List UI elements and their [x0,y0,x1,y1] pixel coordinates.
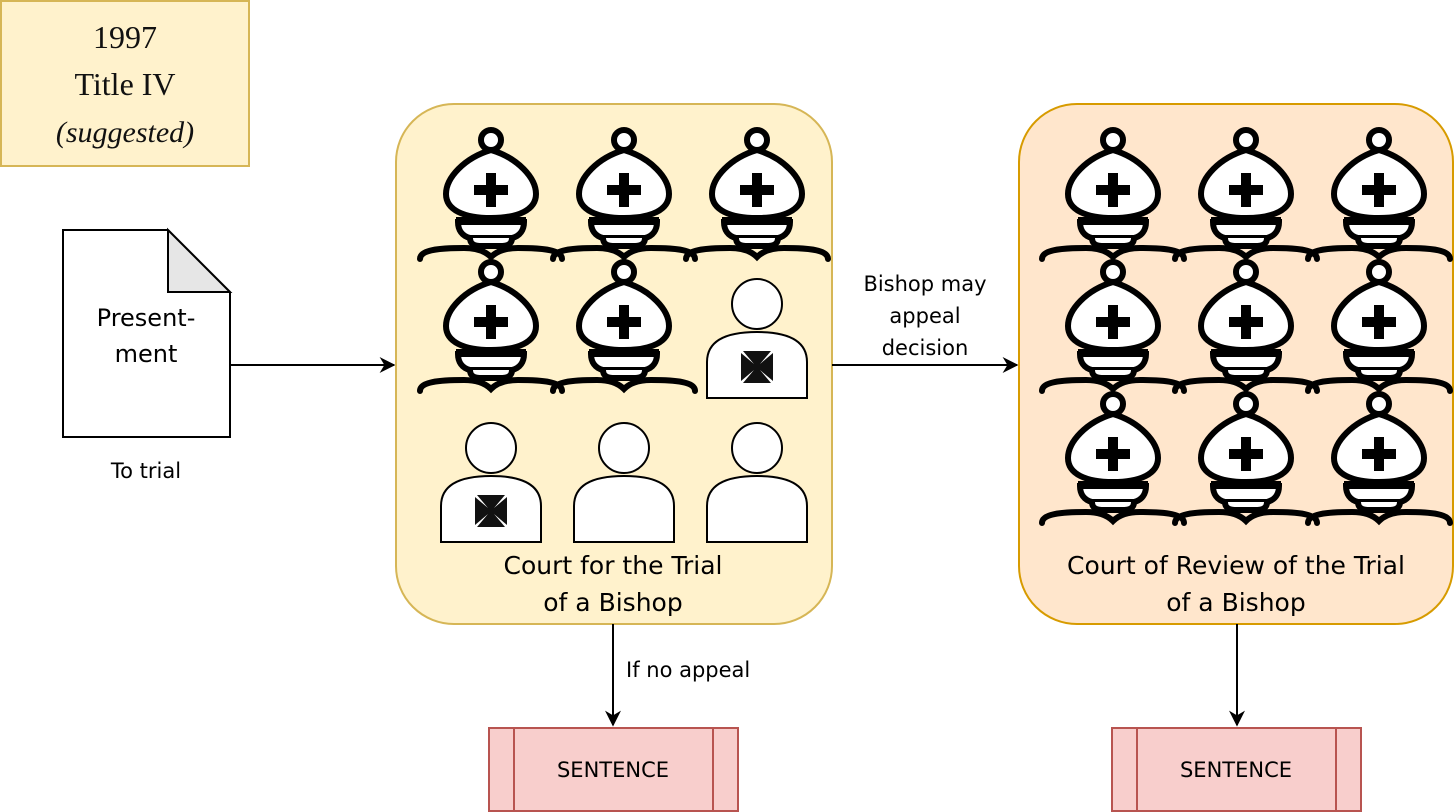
title-box: 1997 Title IV (suggested) [0,0,250,167]
title-box-frame [0,0,250,167]
trial-court-members [420,130,828,543]
sentence-box-right: SENTENCE [1111,727,1362,812]
to-trial-label: To trial [110,459,181,483]
review-court-title-line2: of a Bishop [1166,588,1305,617]
review-court: Court of Review of the Trial of a Bishop [1018,103,1454,625]
presentment-document: Present- ment To trial [62,227,233,483]
sentence-right-frame [1111,727,1362,812]
no-appeal-label: If no appeal [626,658,750,682]
appeal-label-line1: Bishop may [863,272,986,296]
trial-court-title-line1: Court for the Trial [503,551,722,580]
title-note: (suggested) [56,116,194,149]
review-court-members [1042,130,1450,523]
trial-court: Court for the Trial of a Bishop [395,103,833,625]
document-icon [62,229,231,438]
appeal-label-line3: decision [882,336,969,360]
sentence-left-label: SENTENCE [557,758,669,782]
sentence-left-frame [488,727,739,812]
appeal-label-line2: appeal [889,304,960,328]
sentence-box-left: SENTENCE [488,727,739,812]
document-label-line2: ment [115,340,178,368]
trial-court-title-line2: of a Bishop [543,588,682,617]
title-name: Title IV [74,66,175,102]
document-label-line1: Present- [97,304,196,332]
review-court-title-line1: Court of Review of the Trial [1067,551,1405,580]
title-year: 1997 [93,19,157,55]
sentence-right-label: SENTENCE [1180,758,1292,782]
document-corner-fold [167,227,233,293]
